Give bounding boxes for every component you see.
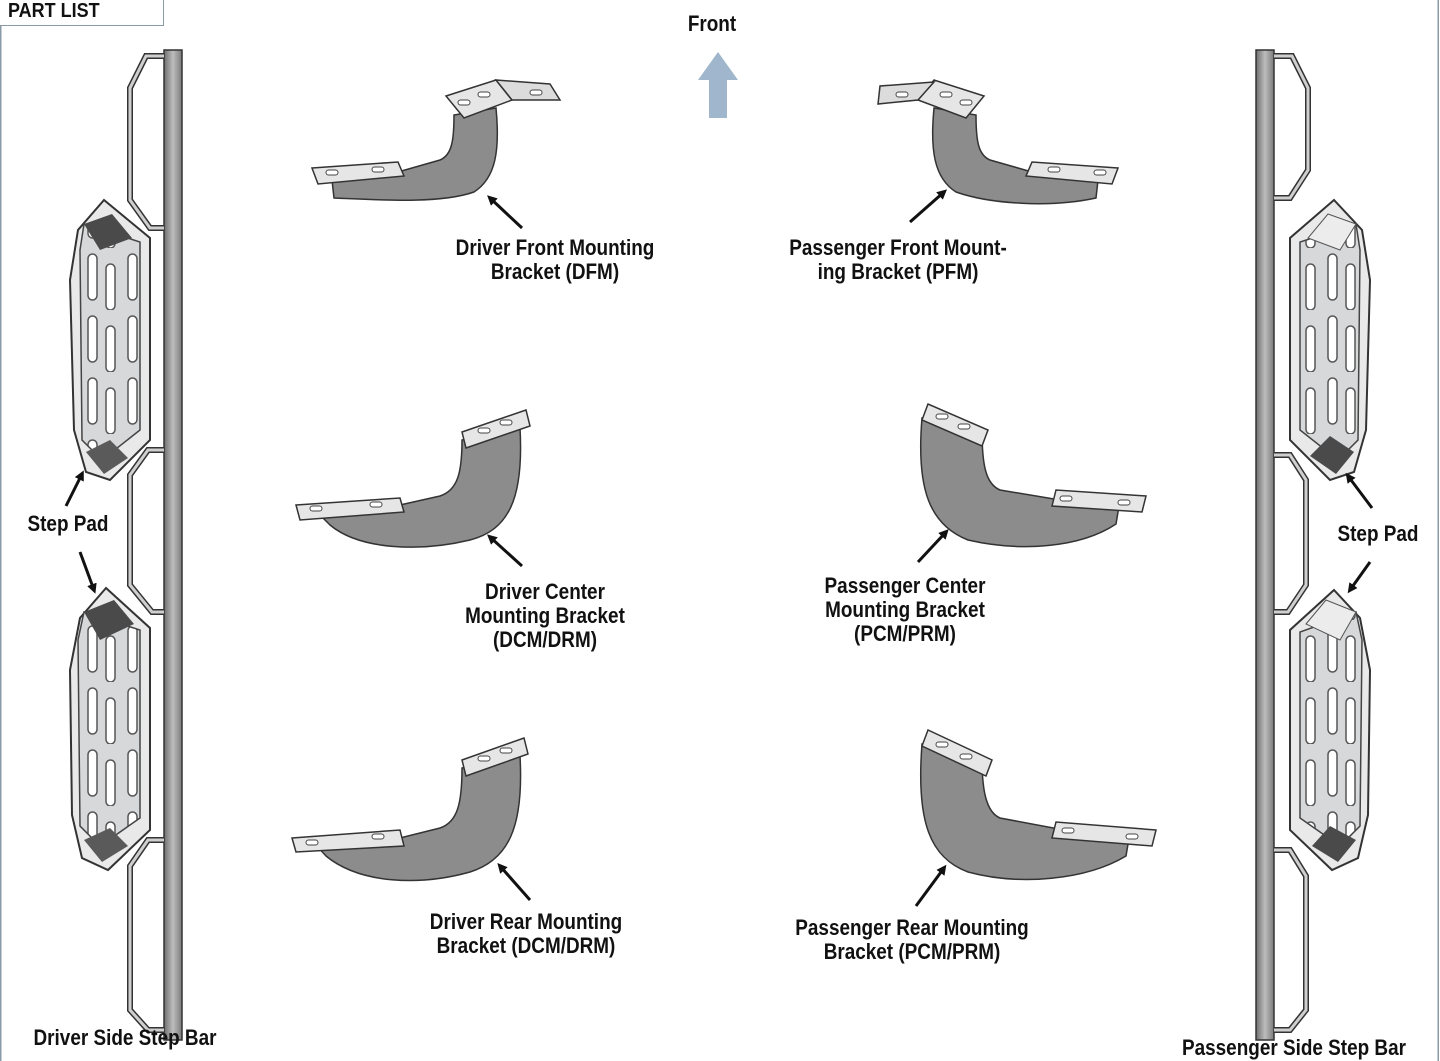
step-pad-right-lower-arrow: [1350, 562, 1370, 590]
drm-callout-arrow: [500, 866, 530, 900]
driver-step-bar-drawing: [70, 50, 182, 1040]
step-pad-left-lower-arrow: [80, 552, 94, 590]
prm-label-line-2: Bracket (PCM/PRM): [774, 940, 1049, 964]
bracket-dcm-drawing: [296, 410, 530, 547]
callout-arrows: [66, 192, 1372, 906]
bracket-pfm-drawing: [878, 80, 1118, 204]
pcm-label-line-1: Passenger Center: [798, 574, 1013, 598]
dcm-label-line-3: (DCM/DRM): [438, 628, 653, 652]
bracket-prm-drawing: [921, 730, 1156, 879]
dcm-label-line-2: Mounting Bracket: [438, 604, 653, 628]
dcm-label: Driver Center Mounting Bracket (DCM/DRM): [438, 580, 653, 652]
pcm-label: Passenger Center Mounting Bracket (PCM/P…: [798, 574, 1013, 646]
dcm-callout-arrow: [490, 537, 522, 566]
drm-label-line-2: Bracket (DCM/DRM): [406, 934, 647, 958]
pcm-label-line-3: (PCM/PRM): [798, 622, 1013, 646]
prm-label: Passenger Rear Mounting Bracket (PCM/PRM…: [774, 916, 1049, 964]
bracket-pcm-drawing: [921, 404, 1146, 547]
part-list-tab: PART LIST: [0, 0, 164, 26]
step-pad-left-upper-arrow: [66, 474, 82, 506]
pcm-label-line-2: Mounting Bracket: [798, 598, 1013, 622]
passenger-step-bar-label: Passenger Side Step Bar: [1168, 1036, 1419, 1060]
drm-label-line-1: Driver Rear Mounting: [406, 910, 647, 934]
drm-label: Driver Rear Mounting Bracket (DCM/DRM): [406, 910, 647, 958]
pfm-label-line-2: ing Bracket (PFM): [769, 260, 1027, 284]
part-list-tab-label: PART LIST: [8, 0, 100, 23]
pfm-label-line-1: Passenger Front Mount-: [769, 236, 1027, 260]
step-pad-right-upper-arrow: [1348, 476, 1372, 508]
prm-callout-arrow: [916, 868, 944, 906]
dfm-label-line-2: Bracket (DFM): [422, 260, 689, 284]
bracket-drm-drawing: [292, 738, 528, 880]
step-pad-left-label: Step Pad: [15, 512, 122, 536]
dfm-callout-arrow: [490, 198, 522, 228]
pfm-label: Passenger Front Mount- ing Bracket (PFM): [769, 236, 1027, 284]
pfm-callout-arrow: [910, 192, 944, 222]
dcm-label-line-1: Driver Center: [438, 580, 653, 604]
driver-step-bar-label: Driver Side Step Bar: [18, 1026, 233, 1050]
front-direction-label: Front: [678, 12, 747, 36]
dfm-label-line-1: Driver Front Mounting: [422, 236, 689, 260]
step-pad-right-label: Step Pad: [1326, 522, 1429, 546]
dfm-label: Driver Front Mounting Bracket (DFM): [422, 236, 689, 284]
pcm-callout-arrow: [918, 532, 946, 562]
prm-label-line-1: Passenger Rear Mounting: [774, 916, 1049, 940]
bracket-dfm-drawing: [312, 80, 560, 200]
front-arrow-icon: [698, 52, 738, 118]
